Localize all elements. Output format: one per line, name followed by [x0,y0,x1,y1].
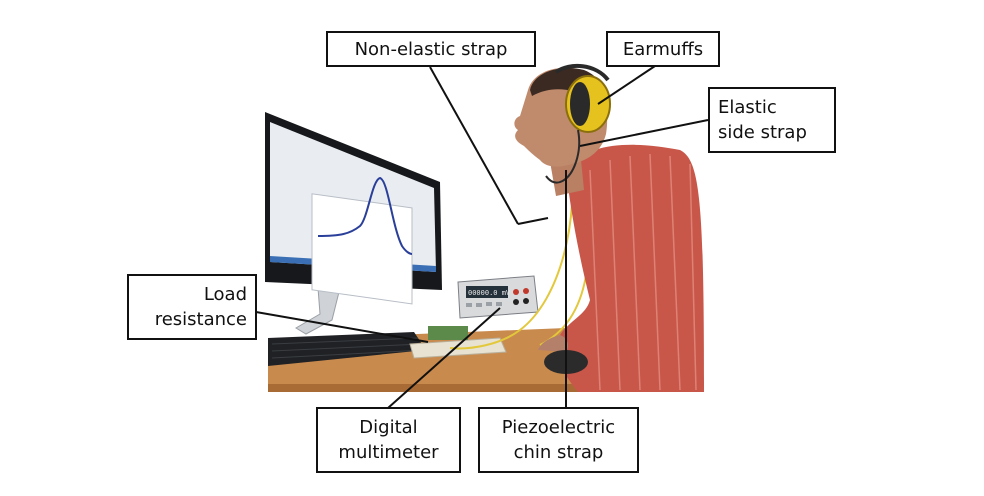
circuit-board [428,326,468,340]
leader-earmuffs [597,65,656,105]
leader-non-elastic-strap-tail [517,217,549,225]
callout-earmuffs: Earmuffs [606,31,720,67]
callout-load-resistance: Load resistance [127,274,257,340]
leader-non-elastic-strap [429,66,519,225]
keyboard [268,332,426,366]
multimeter-display [466,286,508,298]
callout-digital-multimeter: Digital multimeter [316,407,461,473]
callout-non-elastic-strap: Non-elastic strap [326,31,536,67]
plot-area [311,193,413,305]
leader-load-resistance [255,311,429,343]
earmuff-headband [554,63,610,82]
person-arm [538,335,568,352]
shirt-stripes [589,153,697,391]
keyboard-keys [271,337,425,359]
callout-piezoelectric-chin-strap: Piezoelectric chin strap [478,407,639,473]
leader-elastic-side-strap [579,119,709,147]
callout-elastic-side-strap: Elastic side strap [708,87,836,153]
multimeter-readout: 00000.0 mV [468,289,511,297]
leader-digital-multimeter [387,307,501,409]
elastic-side-strap [575,129,581,163]
person-shirt [556,144,704,392]
multimeter-terminals [513,288,529,305]
plot-curve [317,176,413,255]
chin-strap [545,161,577,184]
earmuff-pad [570,82,590,126]
multimeter-buttons [466,302,502,307]
